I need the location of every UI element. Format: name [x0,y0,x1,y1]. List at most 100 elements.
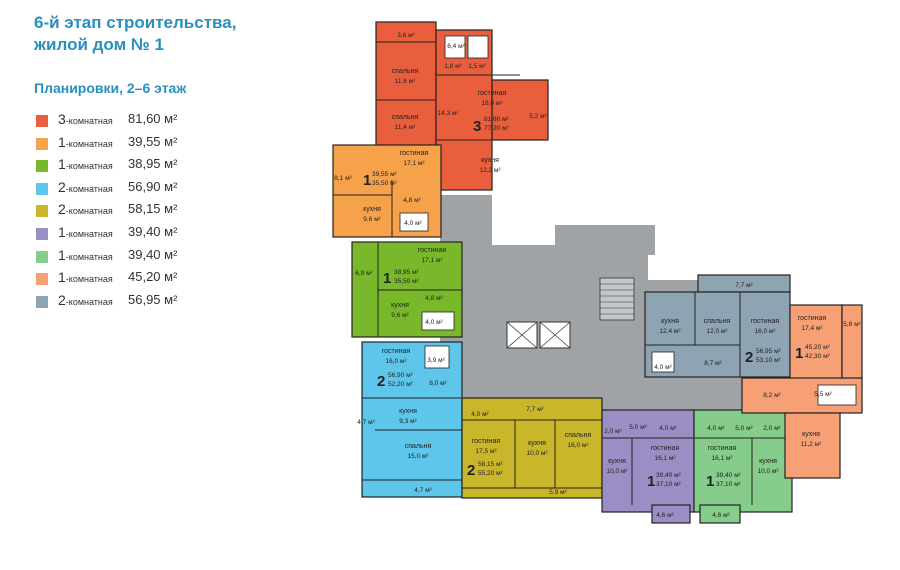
room-area: 4,8 м² [425,295,443,302]
apartment-area-total: 38,95 м² [394,269,420,276]
room-area: 11,4 м² [395,124,416,131]
apartment-2-room-56-90[interactable] [361,341,463,498]
apartment-1-room-39-40-purple[interactable] [601,409,695,524]
page-title: 6-й этап строительства, жилой дом № 1 [34,12,236,56]
room-area: 16,1 м² [654,455,676,462]
room-area: 17,5 м² [475,448,497,455]
apartment-area-total: 58,15 м² [478,461,504,468]
legend-type: -комнатная [65,228,113,239]
room-area: 12,2 м² [479,167,501,174]
room-area: 4,6 м² [712,512,730,519]
room-area: 2,0 м² [763,425,781,432]
legend-rooms-count: 1 [58,156,66,173]
room-area: 10,0 м² [757,468,779,475]
apartment-1-room-45-20[interactable] [741,304,863,479]
apartment-number: 1 [383,270,391,287]
room-area: 5,2 м² [529,113,547,120]
legend-rooms-count: 2 [58,291,66,308]
legend-type: -комнатная [65,116,113,126]
room-area: 1,8 м² [444,63,462,70]
apartment-area-total: 39,55 м² [372,171,398,178]
apartment-1-room-38-95[interactable] [351,241,463,338]
room-area: 16,0 м² [385,358,407,365]
room-label: спальня [704,318,731,325]
legend-area: 58,15 м² [128,201,178,217]
legend-swatch [36,273,48,286]
room-area: 8,7 м² [704,360,722,367]
legend-rooms-count: 1 [58,223,66,240]
room-area: 14,3 м² [437,110,459,117]
room-area: 4,8 м² [403,197,421,204]
room-label: кухня [481,157,499,164]
legend-swatch [36,160,48,173]
room-area: 9,3 м² [399,418,417,425]
room-label: гостиная [708,445,737,452]
room-area: 4,0 м² [654,364,672,371]
apartment-2-room-58-15[interactable] [461,397,603,499]
room-area: 16,0 м² [567,442,589,449]
room-area: 9,6 м² [363,216,381,223]
apartment-number: 2 [745,349,753,366]
room-area: 8,0 м² [429,380,447,387]
legend-type: -комнатная [65,296,113,307]
room-label: гостиная [478,90,507,97]
apartment-1-room-39-55[interactable] [332,144,442,238]
apartment-area-total: 56,90 м² [388,372,414,379]
legend-swatch [36,182,48,195]
apartment-area-living: 35,50 м² [372,180,398,187]
legend-area: 39,40 м² [128,246,178,262]
room-area: 17,1 м² [403,160,425,167]
room-area: 2,0 м² [604,428,622,435]
room-area: 17,4 м² [801,325,823,332]
room-area: 9,6 м² [391,312,409,319]
room-area: 4,0 м² [404,220,422,227]
apartment-area-living: 52,20 м² [388,381,414,388]
room-area: 8,2 м² [763,392,781,399]
apartment-area-total: 39,40 м² [656,472,682,479]
apartment-area-total: 81,60 м² [484,116,510,123]
room-label: гостиная [472,438,501,445]
room-label: кухня [528,440,546,447]
room-area: 16,0 м² [754,328,776,335]
legend-area: 81,60 м² [128,111,178,126]
apartment-number: 1 [795,345,803,362]
apartment-2-room-56-95[interactable] [644,274,791,378]
legend-swatch [36,205,48,218]
room-area: 12,0 м² [706,328,728,335]
room-label: гостиная [418,247,447,254]
room-area: 3,6 м² [397,32,415,39]
apartment-1-room-39-40-green[interactable] [693,409,793,524]
room-area: 6,4 м² [447,43,465,50]
room-area: 4,0 м² [471,411,489,418]
room-label: гостиная [798,315,827,322]
room-area: 12,4 м² [659,328,681,335]
apartment-area-living: 37,10 м² [716,481,742,488]
room-label: кухня [661,318,679,325]
legend-area: 56,95 м² [128,291,178,307]
legend-area: 45,20 м² [128,269,178,285]
legend-swatch [36,115,48,127]
room-area: 16,1 м² [711,455,733,462]
room-area: 10,0 м² [526,450,548,457]
apartment-area-total: 45,20 м² [805,344,831,351]
room-label: гостиная [651,445,680,452]
apartment-number: 3 [473,118,481,135]
room-area: 17,1 м² [421,257,443,264]
room-label: кухня [802,431,820,438]
room-area: 5,5 м² [814,391,832,398]
legend-area: 39,55 м² [128,133,178,149]
room-label: кухня [399,408,417,415]
room-area: 1,5 м² [468,63,486,70]
room-label: кухня [608,458,626,465]
room-area: 11,6 м² [395,78,416,85]
legend-type: -комнатная [65,274,113,285]
legend-rooms-count: 1 [58,246,66,263]
legend-rooms-count: 1 [58,133,66,150]
room-label: спальня [405,443,432,450]
legend-rooms-count: 1 [58,269,66,286]
